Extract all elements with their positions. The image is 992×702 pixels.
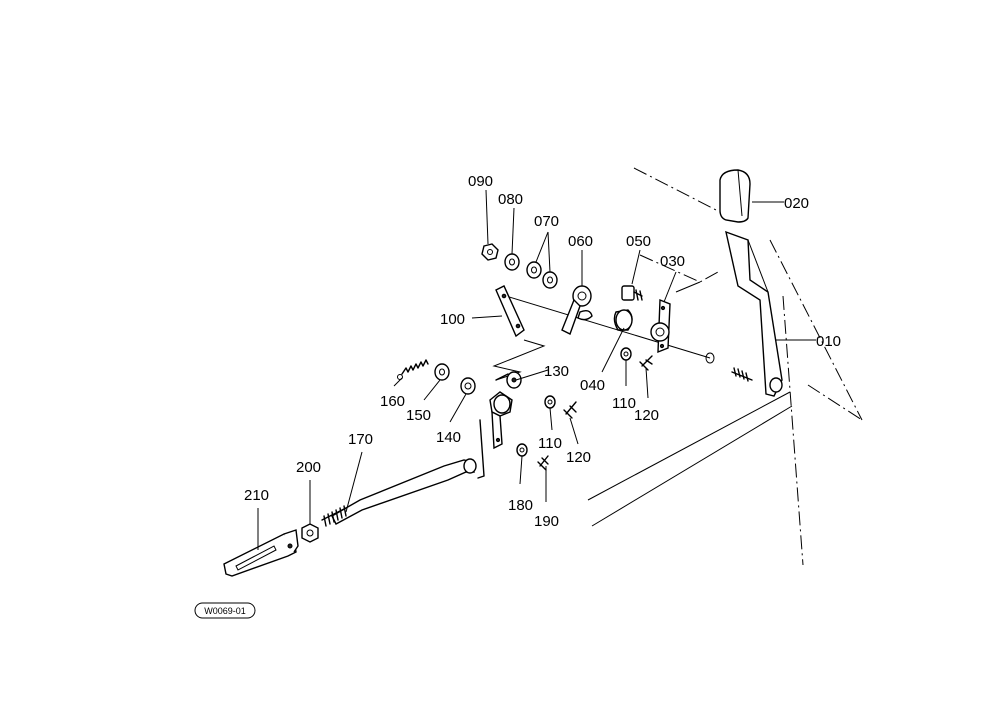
label-020: 020 [784, 195, 809, 212]
rod-170 [321, 419, 485, 527]
label-050: 050 [626, 233, 651, 250]
label-120-upper: 120 [634, 407, 659, 424]
washers-070 [526, 261, 558, 289]
part-labels: 090 080 070 060 050 030 020 010 100 040 … [244, 173, 841, 530]
bushing-040 [613, 309, 633, 331]
washer-180 [516, 443, 528, 457]
label-200: 200 [296, 459, 321, 476]
frame-outline [587, 167, 863, 566]
arm-130 [489, 371, 522, 450]
label-110-upper: 110 [612, 395, 636, 412]
label-110-lower: 110 [538, 435, 562, 452]
label-100: 100 [440, 311, 465, 328]
label-160: 160 [380, 393, 405, 410]
label-190: 190 [534, 513, 559, 530]
lever-010 [725, 230, 783, 397]
washer-110-lower [544, 395, 556, 409]
bolt-050 [621, 285, 643, 301]
label-130: 130 [544, 363, 569, 380]
label-150: 150 [406, 407, 431, 424]
bracket-030 [650, 298, 671, 354]
pin-120-lower [563, 401, 577, 419]
pin-120-upper [639, 355, 653, 371]
label-040: 040 [580, 377, 605, 394]
nut-200 [301, 523, 319, 543]
pin-190 [537, 455, 549, 471]
label-170: 170 [348, 431, 373, 448]
washer-110-upper [620, 347, 632, 361]
label-080: 080 [498, 191, 523, 208]
spring-160 [397, 359, 429, 380]
nut-090 [481, 243, 499, 261]
label-180: 180 [508, 497, 533, 514]
arm-060 [561, 285, 593, 335]
bushing-140 [460, 377, 476, 395]
label-030: 030 [660, 253, 685, 270]
washer-150 [434, 363, 450, 381]
leader-lines [257, 189, 816, 550]
washer-080 [504, 253, 520, 271]
link-100 [495, 285, 525, 338]
label-120-lower: 120 [566, 449, 591, 466]
label-010: 010 [816, 333, 841, 350]
label-060: 060 [568, 233, 593, 250]
label-070: 070 [534, 213, 559, 230]
label-090: 090 [468, 173, 493, 190]
shaft-axis [505, 295, 715, 364]
drawing-code-badge: W0069-01 [194, 602, 256, 619]
bracket-210 [223, 529, 299, 577]
knob-020 [719, 169, 751, 223]
drawing-code-text: W0069-01 [204, 606, 246, 616]
label-140: 140 [436, 429, 461, 446]
label-210: 210 [244, 487, 269, 504]
